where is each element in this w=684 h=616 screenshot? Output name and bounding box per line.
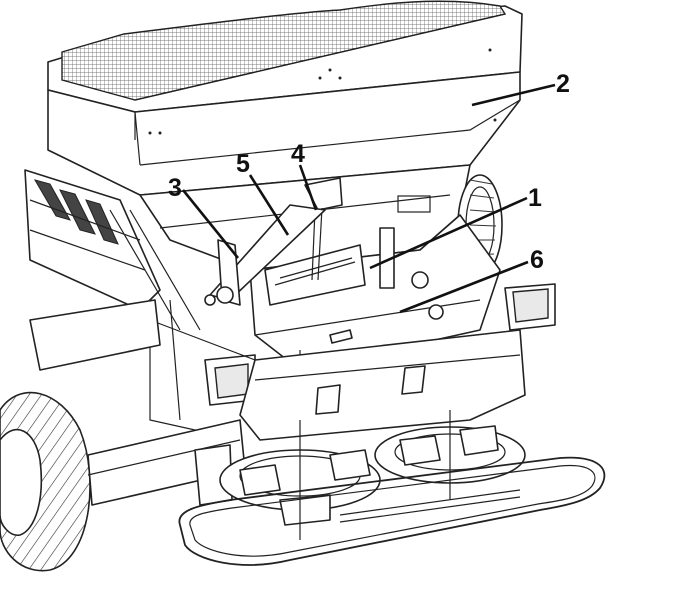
callout-6: 6 bbox=[530, 246, 544, 274]
chute-panel bbox=[249, 214, 501, 371]
tractor-wheel bbox=[0, 391, 91, 572]
leader-5 bbox=[248, 174, 290, 236]
mesh-grid bbox=[61, 0, 507, 101]
callout-2: 2 bbox=[556, 70, 570, 98]
callout-1: 1 bbox=[528, 184, 542, 212]
leader-4 bbox=[298, 164, 318, 211]
leader-6 bbox=[399, 260, 529, 314]
spinner-discs bbox=[219, 410, 526, 540]
callout-5: 5 bbox=[236, 150, 250, 178]
reflector-brackets bbox=[204, 283, 556, 406]
leader-3 bbox=[181, 189, 240, 259]
lower-frame bbox=[149, 299, 526, 441]
leader-lines bbox=[181, 83, 556, 314]
leader-2 bbox=[471, 83, 556, 107]
lever-mechanism bbox=[204, 177, 343, 306]
callout-labels: 2 1 6 3 5 4 bbox=[168, 70, 570, 274]
guard-frame bbox=[178, 456, 606, 566]
hopper-body bbox=[47, 48, 521, 196]
callout-4: 4 bbox=[291, 140, 305, 168]
callout-3: 3 bbox=[168, 174, 182, 202]
leader-1 bbox=[369, 196, 528, 270]
chassis-beam bbox=[29, 299, 246, 506]
